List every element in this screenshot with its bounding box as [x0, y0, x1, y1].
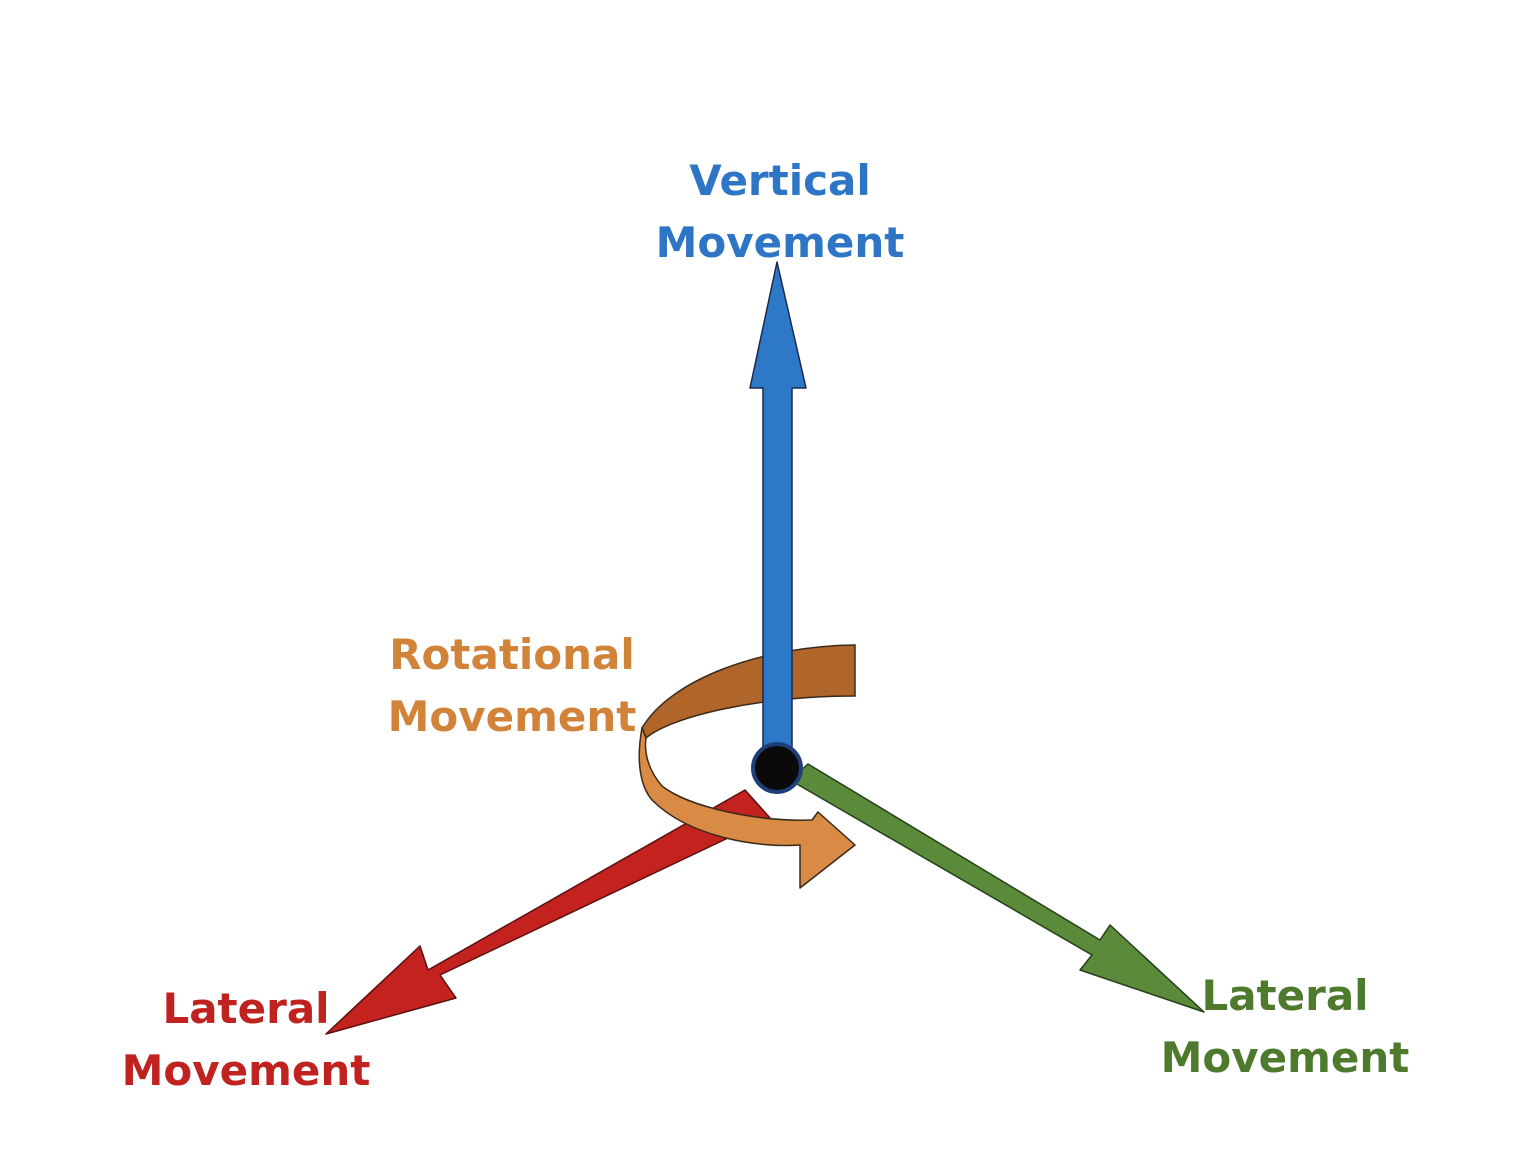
lateral-left-arrow: [325, 789, 771, 1035]
lateral-right-arrow: [789, 763, 1205, 1013]
vertical-label-line1: Vertical: [689, 156, 871, 205]
vertical-arrow: [749, 261, 807, 761]
lateral-right-label-line1: Lateral: [1201, 971, 1369, 1020]
lateral-right-label-line2: Movement: [1160, 1033, 1410, 1082]
rotational-label-line2: Movement: [387, 692, 637, 741]
lateral-left-label-line2: Movement: [121, 1046, 371, 1095]
vertical-movement-label: Vertical Movement: [600, 150, 960, 274]
vertical-label-line2: Movement: [655, 218, 905, 267]
lateral-left-movement-label: Lateral Movement: [66, 978, 426, 1102]
rotational-label-line1: Rotational: [389, 630, 635, 679]
lateral-left-label-line1: Lateral: [162, 984, 330, 1033]
rotational-movement-label: Rotational Movement: [332, 624, 692, 748]
rotational-arrow-front: [638, 727, 856, 889]
lateral-right-movement-label: Lateral Movement: [1105, 965, 1465, 1089]
pivot-point: [751, 742, 803, 794]
